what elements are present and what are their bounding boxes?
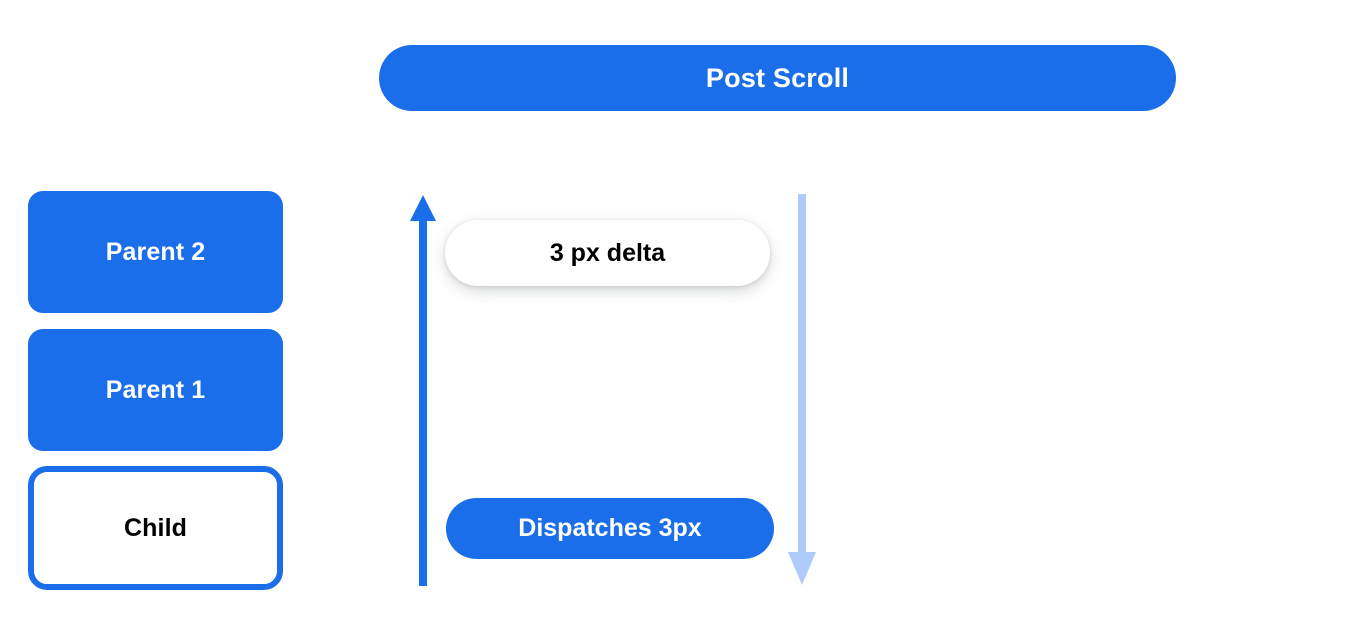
box-child: Child: [28, 466, 283, 590]
box-child-label: Child: [124, 513, 187, 542]
arrow-up-icon: [410, 195, 436, 586]
post-scroll-header-label: Post Scroll: [705, 62, 850, 93]
delta-callout-pill: 3 px delta: [445, 220, 770, 286]
box-parent-1-label: Parent 1: [105, 375, 206, 404]
box-parent-2: Parent 2: [28, 191, 283, 313]
dispatch-callout-label: Dispatches 3px: [518, 514, 702, 542]
dispatch-callout-pill: Dispatches 3px: [446, 498, 774, 559]
box-parent-2-label: Parent 2: [105, 237, 206, 266]
post-scroll-header-pill: Post Scroll: [379, 45, 1176, 111]
box-parent-1: Parent 1: [28, 329, 283, 451]
arrow-down-icon: [788, 194, 816, 585]
delta-callout-label: 3 px delta: [549, 238, 666, 267]
